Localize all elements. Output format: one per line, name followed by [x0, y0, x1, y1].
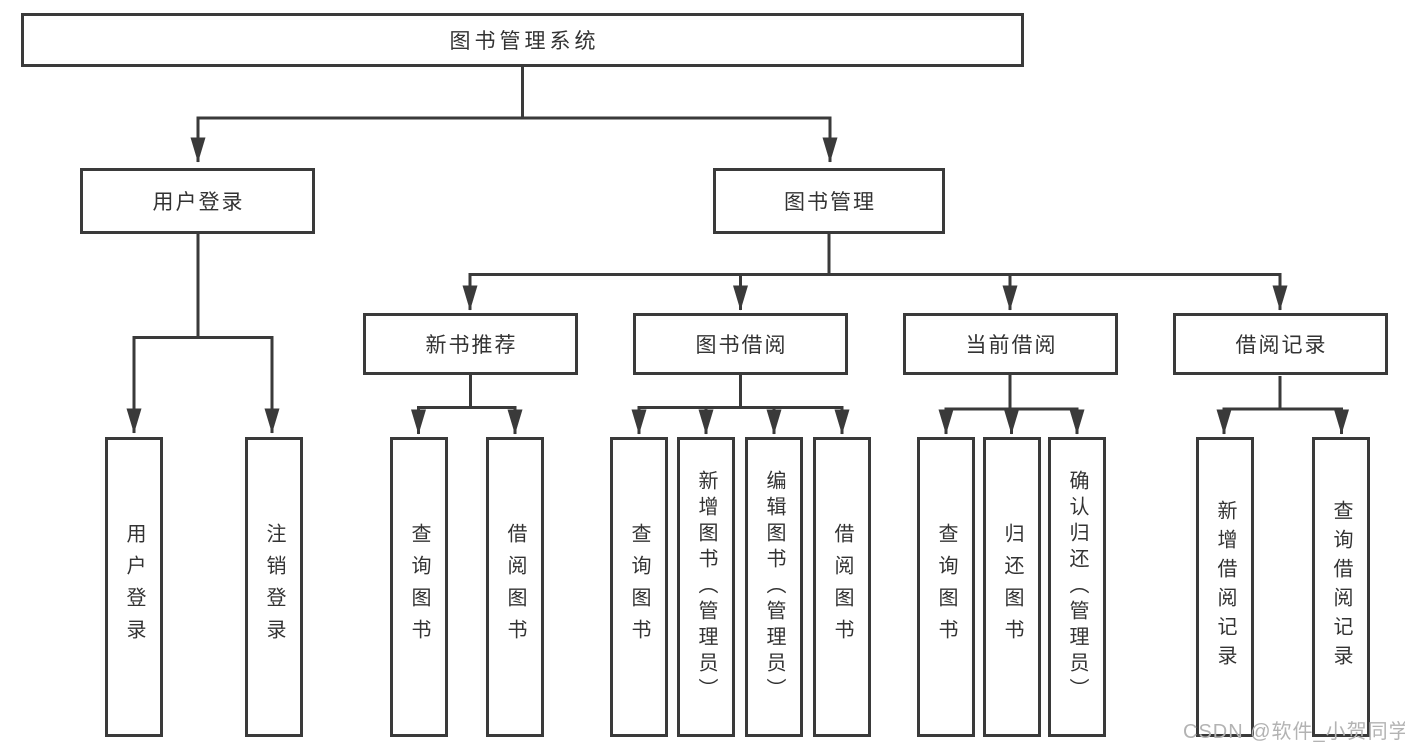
node-root: 图书管理系统: [21, 13, 1024, 67]
node-label: 图书管理: [784, 191, 876, 214]
node-label: 当前借阅: [965, 334, 1058, 357]
leaf-label: 查询图书: [935, 523, 957, 651]
leaf-label: 确认归还（管理员）: [1066, 470, 1088, 704]
node-new-book-recommend: 新书推荐: [363, 313, 578, 375]
node-current-borrow: 当前借阅: [903, 313, 1118, 375]
leaf-cb-return-books: 归还图书: [983, 437, 1041, 737]
leaf-bb-add-books-admin: 新增图书（管理员）: [677, 437, 735, 737]
node-label: 图书管理系统: [449, 30, 600, 53]
leaf-label: 新增借阅记录: [1214, 500, 1236, 674]
node-label: 新书推荐: [425, 334, 518, 357]
node-label: 图书借阅: [695, 334, 788, 357]
watermark: CSDN @软件_小贺同学: [1183, 721, 1405, 743]
leaf-logout: 注销登录: [245, 437, 303, 737]
node-book-borrow: 图书借阅: [633, 313, 848, 375]
leaf-label: 查询图书: [628, 523, 650, 651]
leaf-label: 用户登录: [123, 523, 145, 651]
leaf-label: 查询图书: [408, 523, 430, 651]
leaf-bb-query-books: 查询图书: [610, 437, 668, 737]
leaf-br-add-record: 新增借阅记录: [1196, 437, 1254, 737]
leaf-cb-confirm-return-admin: 确认归还（管理员）: [1048, 437, 1106, 737]
leaf-label: 借阅图书: [831, 523, 853, 651]
leaf-bb-borrow-books: 借阅图书: [813, 437, 871, 737]
leaf-label: 注销登录: [263, 523, 285, 651]
leaf-nb-borrow-books: 借阅图书: [486, 437, 544, 737]
leaf-label: 查询借阅记录: [1330, 500, 1352, 674]
leaf-nb-query-books: 查询图书: [390, 437, 448, 737]
node-book-management: 图书管理: [713, 168, 945, 234]
leaf-label: 编辑图书（管理员）: [763, 470, 785, 704]
node-label: 用户登录: [152, 191, 245, 214]
node-borrow-records: 借阅记录: [1173, 313, 1388, 375]
node-label: 借阅记录: [1235, 334, 1328, 357]
leaf-br-query-record: 查询借阅记录: [1312, 437, 1370, 737]
leaf-label: 借阅图书: [504, 523, 526, 651]
leaf-bb-edit-books-admin: 编辑图书（管理员）: [745, 437, 803, 737]
node-user-login: 用户登录: [80, 168, 315, 234]
leaf-user-login: 用户登录: [105, 437, 163, 737]
leaf-label: 新增图书（管理员）: [695, 470, 717, 704]
leaf-cb-query-books: 查询图书: [917, 437, 975, 737]
leaf-label: 归还图书: [1001, 523, 1023, 651]
